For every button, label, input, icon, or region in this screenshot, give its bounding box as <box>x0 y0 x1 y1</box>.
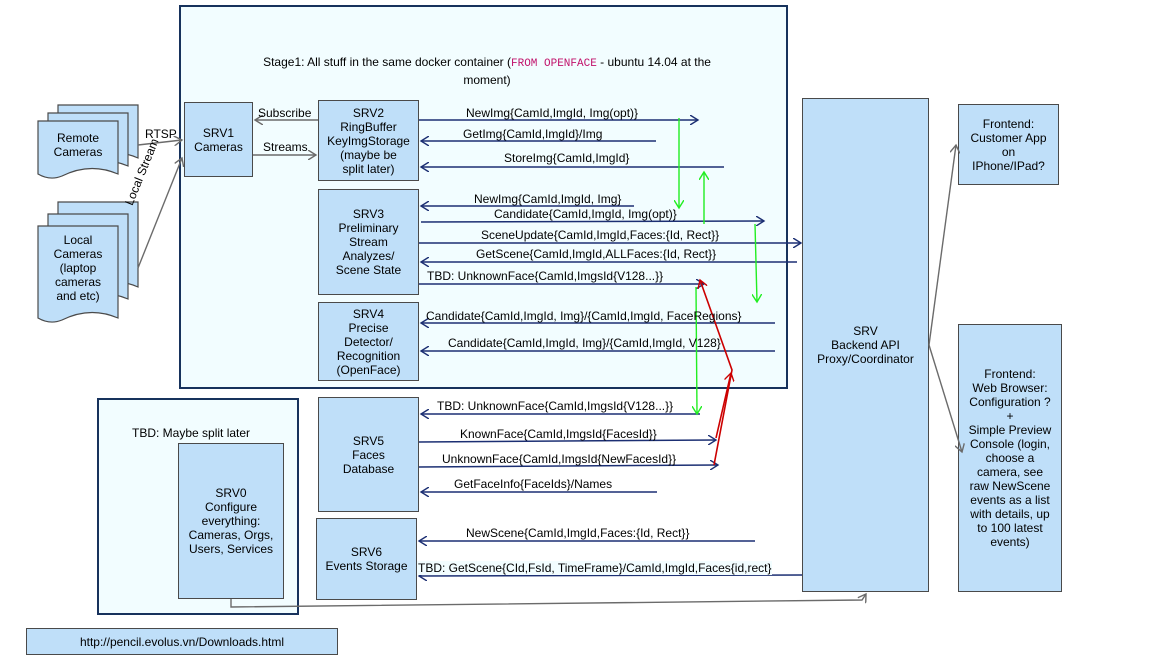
srv2-ringbuffer[interactable]: SRV2 RingBuffer KeyImgStorage (maybe be … <box>318 100 419 181</box>
arrow-candidate-opt <box>420 221 764 222</box>
rtsp-link <box>137 140 182 145</box>
remote-cameras-doc-1 <box>37 120 119 179</box>
label-tbd-unknown-srv5: TBD: UnknownFace{CamId,ImgsId{V128...}} <box>437 399 674 413</box>
remote-cameras-label: Remote Cameras <box>53 131 103 159</box>
srv5-faces-database[interactable]: SRV5 Faces Database <box>318 397 419 512</box>
rtsp-label: RTSP <box>145 127 177 141</box>
arrow-unknownface <box>418 465 718 467</box>
srv1-cameras[interactable]: SRV1 Cameras <box>184 102 253 177</box>
local-cameras-label: Local Cameras (laptop cameras and etc) <box>53 233 103 303</box>
stage1-title-post: - ubuntu 14.04 at the <box>596 55 711 69</box>
frontend-web-browser[interactable]: Frontend: Web Browser: Configuration ? +… <box>958 324 1062 592</box>
srv-backend-api[interactable]: SRV Backend API Proxy/Coordinator <box>802 98 929 592</box>
label-tbd-unknown-srv3: TBD: UnknownFace{CamId,ImgsId{V128...}} <box>427 269 664 283</box>
srv0-to-srv <box>230 594 866 608</box>
srv-to-frontend-app <box>928 145 956 346</box>
subscribe-label: Subscribe <box>258 106 312 120</box>
local-stream-link <box>137 158 182 269</box>
label-newimg-opt: NewImg{CamId,ImgId, Img(opt)} <box>466 106 639 120</box>
label-knownface: KnownFace{CamId,ImgsId{FacesId}} <box>460 427 657 441</box>
stage1-title-line2: moment) <box>463 73 511 87</box>
red-arrow-down <box>715 373 731 439</box>
tbd-region-title: TBD: Maybe split later <box>132 426 251 440</box>
srv-to-frontend-web <box>928 344 962 452</box>
red-arrow-up <box>700 280 733 466</box>
pencil-link[interactable]: http://pencil.evolus.vn/Downloads.html <box>26 628 338 655</box>
label-newscene: NewScene{CamId,ImgId,Faces:{Id, Rect}} <box>466 526 690 540</box>
srv6-events-storage[interactable]: SRV6 Events Storage <box>316 518 417 600</box>
arrow-tbd-getscene <box>419 575 803 576</box>
arrow-knownface <box>418 440 716 442</box>
streams-label: Streams <box>263 140 308 154</box>
label-candidate-faceregions: Candidate{CamId,ImgId, Img}/{CamId,ImgId… <box>426 309 742 323</box>
label-getscene: GetScene{CamId,ImgId,ALLFaces:{Id, Rect}… <box>476 247 717 261</box>
label-tbd-getscene: TBD: GetScene{CId,FsId, TimeFrame}/CamId… <box>417 561 773 575</box>
green-arrow-down-2 <box>755 223 757 302</box>
frontend-customer-app[interactable]: Frontend: Customer App on IPhone/IPad? <box>958 104 1059 185</box>
local-cameras-doc-1 <box>37 225 119 323</box>
label-unknownface: UnknownFace{CamId,ImgsId{NewFacesId}} <box>442 452 677 466</box>
label-candidate-v128: Candidate{CamId,ImgId, Img}/{CamId,ImgId… <box>448 336 721 350</box>
label-sceneupdate: SceneUpdate{CamId,ImgId,Faces:{Id, Rect}… <box>481 228 720 242</box>
label-getimg: GetImg{CamId,ImgId}/Img <box>463 127 603 141</box>
srv3-preliminary-stream[interactable]: SRV3 Preliminary Stream Analyzes/ Scene … <box>318 189 419 295</box>
green-arrow-down-3 <box>696 286 697 414</box>
stage1-title-code: FROM OPENFACE <box>511 58 597 70</box>
stage1-title: Stage1: All stuff in the same docker con… <box>232 54 742 88</box>
srv0-configure[interactable]: SRV0 Configure everything: Cameras, Orgs… <box>178 443 284 599</box>
label-getfaceinfo: GetFaceInfo{FaceIds}/Names <box>454 477 613 491</box>
stage1-title-pre: Stage1: All stuff in the same docker con… <box>263 55 511 69</box>
label-storeimg: StoreImg{CamId,ImgId} <box>504 151 630 165</box>
label-newimg: NewImg{CamId,ImgId, Img} <box>474 192 622 206</box>
stage1-region <box>179 5 788 389</box>
srv4-precise-detector[interactable]: SRV4 Precise Detector/ Recognition (Open… <box>318 302 419 381</box>
label-candidate-opt: Candidate{CamId,ImgId, Img(opt)} <box>494 207 677 221</box>
